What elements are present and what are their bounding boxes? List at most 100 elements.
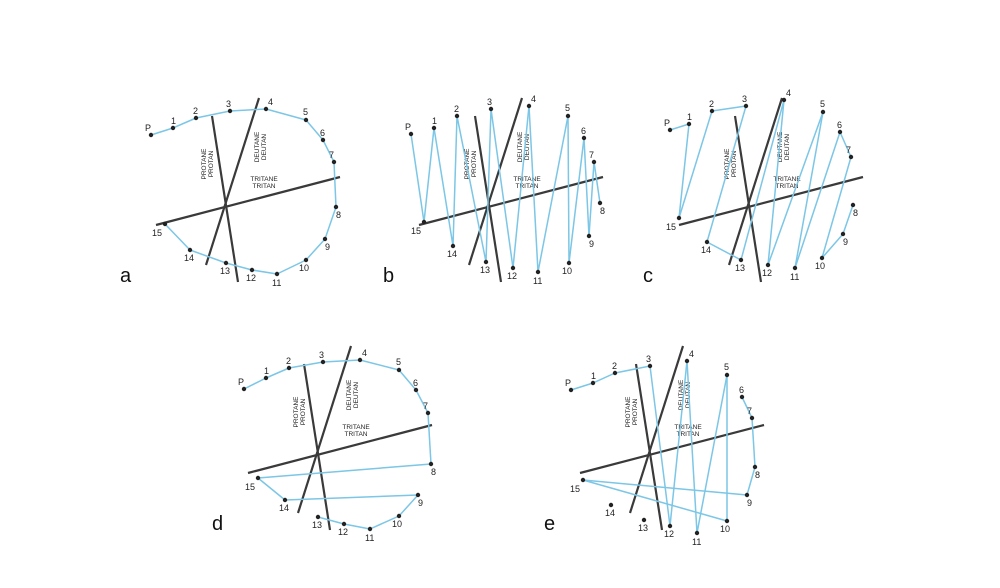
protan-axis-label-line: PROTANE	[293, 396, 300, 428]
cap-dot	[170, 125, 176, 131]
arrangement-segment	[276, 259, 307, 275]
cap-dot	[738, 257, 744, 263]
cap-dot	[581, 135, 587, 141]
cap-dot	[591, 159, 597, 165]
cap-label: 2	[193, 106, 198, 116]
arrangement-segment	[456, 115, 487, 263]
arrangement-segment	[423, 127, 435, 223]
cap-dot	[263, 106, 269, 112]
arrangement-segment	[172, 117, 197, 129]
arrangement-segment	[528, 105, 539, 273]
cap-label: 14	[447, 249, 457, 259]
arrangement-segment	[842, 204, 854, 235]
cap-dot	[667, 523, 673, 529]
arrangement-segment	[593, 161, 601, 204]
cap-dot	[483, 259, 489, 265]
cap-dot	[704, 239, 710, 245]
protan-axis-label-line: PROTANE	[724, 148, 731, 180]
cap-dot	[425, 410, 431, 416]
arrangement-segment	[512, 105, 530, 269]
cap-dot	[840, 231, 846, 237]
protan-axis-label-line: PROTAN	[632, 398, 639, 425]
cap-label: 12	[507, 271, 517, 281]
cap-label: 2	[286, 356, 291, 366]
cap-label: 6	[739, 385, 744, 395]
arrangement-segment	[746, 466, 756, 496]
cap-label: 12	[338, 527, 348, 537]
protan-axis-label: PROTANEPROTAN	[201, 148, 215, 180]
arrangement-segment	[741, 396, 753, 419]
cap-label: 1	[432, 116, 437, 126]
cap-dot	[274, 271, 280, 277]
tritan-axis-label-line: TRITAN	[677, 431, 700, 438]
cap-label: 13	[220, 266, 230, 276]
cap-dot	[187, 247, 193, 253]
tritan-axis-label-line: TRITANE	[513, 176, 541, 183]
cap-dot	[612, 370, 618, 376]
arrangement-segment	[415, 389, 429, 414]
cap-label: 1	[687, 112, 692, 122]
arrangement-segment	[243, 377, 267, 390]
protan-axis-label: PROTANEPROTAN	[625, 396, 639, 428]
cap-dot	[566, 260, 572, 266]
arrangement-segment	[794, 111, 824, 269]
tritan-axis-label-line: TRITAN	[253, 183, 276, 190]
tritan-confusion-axis	[155, 175, 341, 227]
arrangement-segment	[485, 108, 492, 263]
tritan-axis-label-line: TRITANE	[773, 176, 801, 183]
cap-label: 14	[279, 503, 289, 513]
arrangement-segment	[711, 105, 747, 112]
cap-dot	[333, 204, 339, 210]
arrangement-segment	[669, 123, 690, 131]
deutan-axis-label: DEUTANEDEUTAN	[254, 131, 268, 162]
cap-dot	[396, 513, 402, 519]
arrangement-segment	[164, 223, 191, 251]
cap-dot	[303, 257, 309, 263]
cap-label: 9	[589, 239, 594, 249]
cap-dot	[568, 387, 574, 393]
cap-dot	[331, 159, 337, 165]
cap-label: 6	[320, 128, 325, 138]
cap-dot	[413, 387, 419, 393]
protan-axis-label-line: PROTAN	[208, 150, 215, 177]
cap-dot	[850, 202, 856, 208]
arrangement-segment	[410, 133, 425, 223]
arrangement-segment	[678, 110, 713, 219]
cap-label: 5	[724, 362, 729, 372]
arrangement-segment	[305, 119, 324, 141]
cap-label: 11	[692, 537, 701, 547]
arrangement-segment	[570, 382, 594, 391]
cap-label: 1	[591, 371, 596, 381]
cap-label: 5	[396, 357, 401, 367]
arrangement-segment	[588, 161, 595, 237]
arrangement-segment	[537, 115, 569, 273]
cap-dot	[647, 363, 653, 369]
arrangement-segment	[317, 516, 345, 525]
cap-label: 10	[392, 519, 402, 529]
arrangement-segment	[686, 360, 698, 534]
panel-letter: b	[383, 265, 394, 287]
cap-dot	[315, 514, 321, 520]
cap-label: 5	[565, 103, 570, 113]
deutan-axis-label-line: DEUTANE	[777, 131, 784, 162]
panel-letter: e	[544, 513, 555, 535]
cap-dot	[837, 129, 843, 135]
cap-dot	[792, 265, 798, 271]
arrangement-segment	[583, 137, 590, 237]
cap-label: 7	[423, 401, 428, 411]
cap-dot	[535, 269, 541, 275]
cap-label: 15	[570, 484, 580, 494]
cap-dot	[193, 115, 199, 121]
deutan-axis-label: DEUTANEDEUTAN	[346, 379, 360, 410]
cap-dot	[303, 117, 309, 123]
arrangement-segment	[150, 127, 174, 136]
protan-confusion-axis	[634, 363, 664, 531]
cap-dot	[367, 526, 373, 532]
cap-dot	[320, 137, 326, 143]
cap-label: P	[405, 122, 411, 132]
